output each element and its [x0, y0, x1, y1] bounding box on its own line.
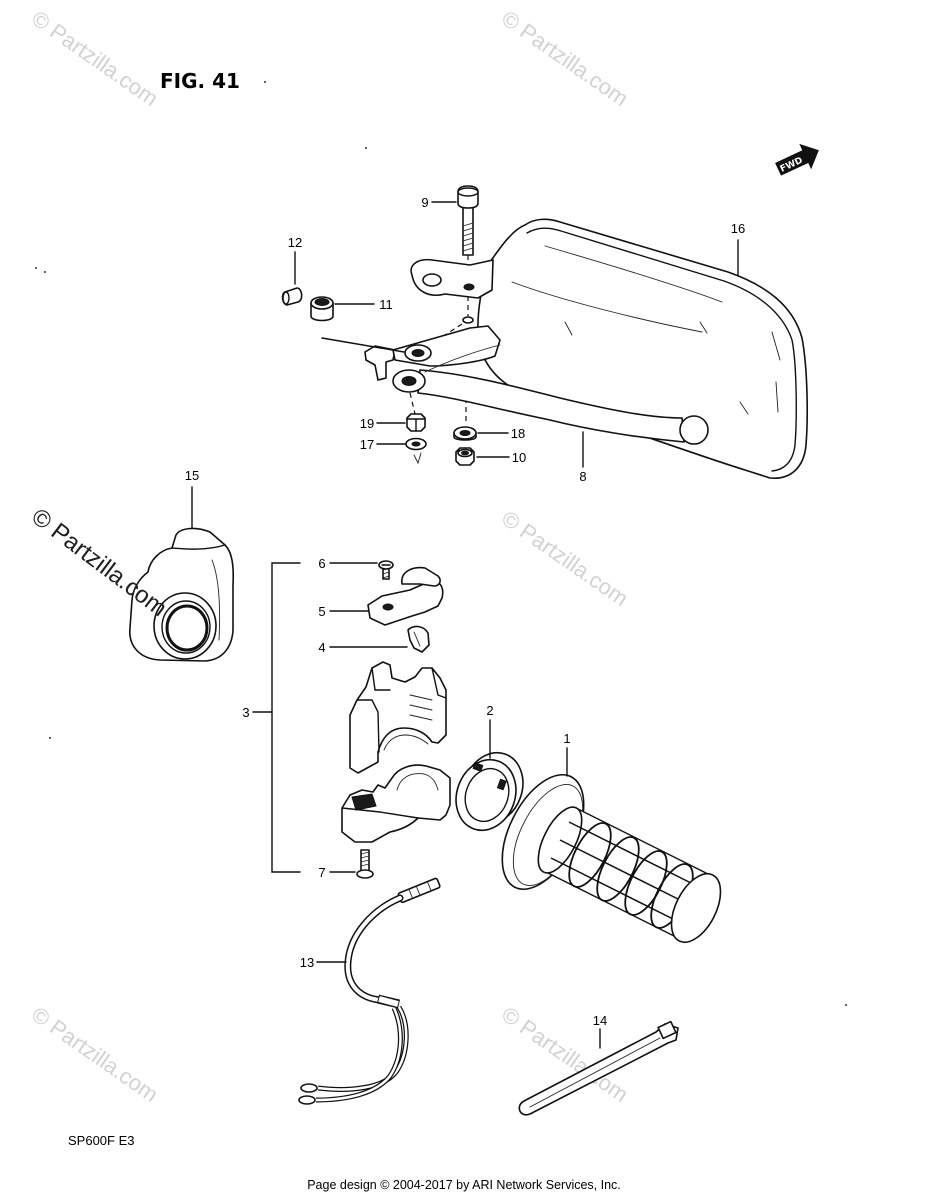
guard-bracket	[410, 258, 494, 299]
callout-5: 5	[318, 604, 325, 619]
pin-part-12	[281, 287, 303, 306]
watermark-text: © Partzilla.com	[27, 1002, 163, 1108]
model-code: SP600F E3	[68, 1133, 135, 1148]
mounting-plate	[321, 325, 501, 381]
callout-14: 14	[593, 1013, 607, 1028]
leader-lines	[191, 201, 739, 1049]
callout-7: 7	[318, 865, 325, 880]
watermark-text: © Partzilla.com	[497, 506, 633, 612]
callout-1: 1	[563, 731, 570, 746]
callout-16: 16	[731, 221, 745, 236]
hand-guard-part-16	[462, 218, 808, 479]
callout-2: 2	[486, 703, 493, 718]
callout-18: 18	[511, 426, 525, 441]
watermark-text: © Partzilla.com	[27, 6, 163, 112]
figure-title: FIG. 41	[160, 69, 240, 93]
grip-end-cap	[670, 873, 722, 943]
cap-part-11	[310, 296, 334, 322]
upper-housing	[349, 661, 447, 774]
scan-specks	[35, 81, 847, 1006]
washer-part-18	[453, 426, 477, 441]
clip-part-4	[407, 625, 430, 653]
watermark-text-prominent: © Partzilla.com	[26, 503, 171, 622]
screw-part-6	[378, 560, 394, 580]
grip-part-1	[501, 773, 722, 943]
washer-part-17	[405, 437, 427, 465]
pulley-part-2	[455, 751, 524, 832]
guard-mount-hole	[462, 316, 474, 324]
callout-6: 6	[318, 556, 325, 571]
fwd-arrow-icon: FWD	[775, 143, 819, 176]
cover-part-15	[129, 527, 235, 662]
callout-labels: 9 12 11 16 19 17 18 10 8 15 6 5 4 3 2 1 …	[185, 195, 745, 1028]
lever-part-8	[392, 344, 709, 445]
wire-terminal	[300, 1083, 318, 1093]
callout-17: 17	[360, 437, 374, 452]
cable-connector	[397, 877, 441, 904]
wire-terminal	[298, 1095, 316, 1105]
cable-tie-part-14	[518, 1020, 679, 1116]
callout-8: 8	[579, 469, 586, 484]
bolt-part-9	[457, 185, 479, 256]
callout-13: 13	[300, 955, 314, 970]
plate-part-5	[367, 566, 444, 626]
screw-part-7	[356, 849, 374, 879]
callout-11: 11	[379, 297, 393, 312]
nut-part-19	[406, 413, 426, 432]
fwd-arrow-shape	[775, 143, 819, 176]
callout-12: 12	[288, 235, 302, 250]
callout-15: 15	[185, 468, 199, 483]
cable-part-13	[298, 877, 441, 1105]
lever-ball-end	[679, 415, 709, 445]
page-footer-copyright: Page design © 2004-2017 by ARI Network S…	[307, 1178, 621, 1192]
callout-3: 3	[242, 705, 249, 720]
nut-part-10	[455, 447, 475, 466]
callout-10: 10	[512, 450, 526, 465]
watermark-text: © Partzilla.com	[497, 6, 633, 112]
watermark-layer: © Partzilla.com © Partzilla.com © Partzi…	[27, 6, 633, 1108]
bracket-group-3	[252, 562, 301, 873]
callout-19: 19	[360, 416, 374, 431]
callout-9: 9	[421, 195, 428, 210]
callout-4: 4	[318, 640, 325, 655]
lower-housing	[341, 764, 451, 843]
